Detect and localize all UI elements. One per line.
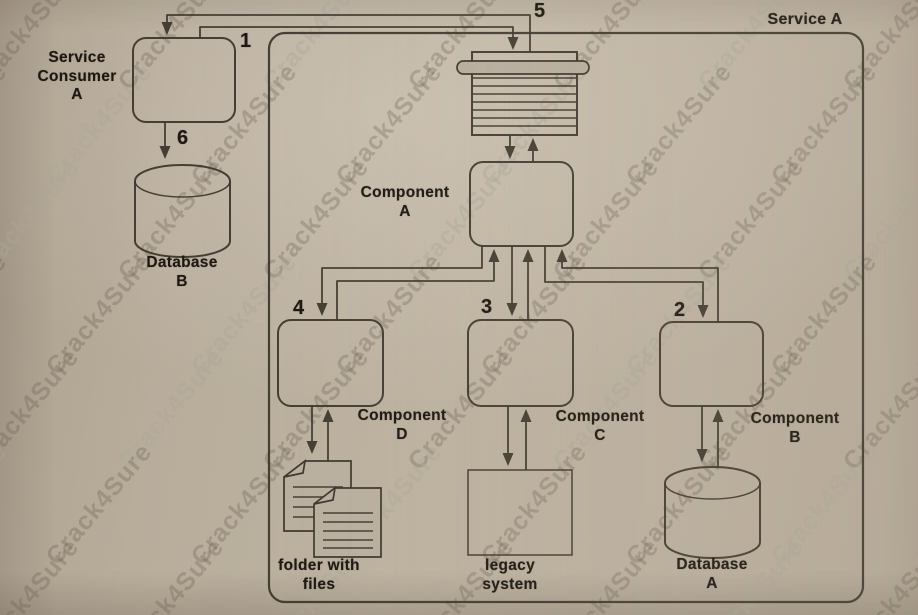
service-consumer-a-box [132, 37, 236, 123]
message-queue-icon [456, 51, 590, 136]
component-d-return-arrow [336, 249, 500, 320]
component-b-return-arrow [556, 249, 719, 322]
flow-arrows [159, 14, 724, 470]
component-b-box [659, 321, 764, 407]
queue-top-bar [456, 60, 590, 75]
arrow-1-consumer-to-queue [199, 26, 519, 50]
arrow-4-component-a-to-d [316, 246, 483, 316]
legacy-system-box [467, 469, 573, 556]
component-c-box [467, 319, 574, 407]
service-a-boundary [267, 31, 865, 604]
database-b-cylinder-icon [134, 164, 231, 258]
folder-with-files-icon [283, 459, 382, 558]
component-d-box [277, 319, 384, 407]
database-a-cylinder-icon [664, 466, 761, 559]
arrow-2-component-a-to-b [544, 246, 709, 318]
arrow-5-queue-to-consumer [161, 14, 531, 52]
component-a-box [469, 161, 574, 247]
